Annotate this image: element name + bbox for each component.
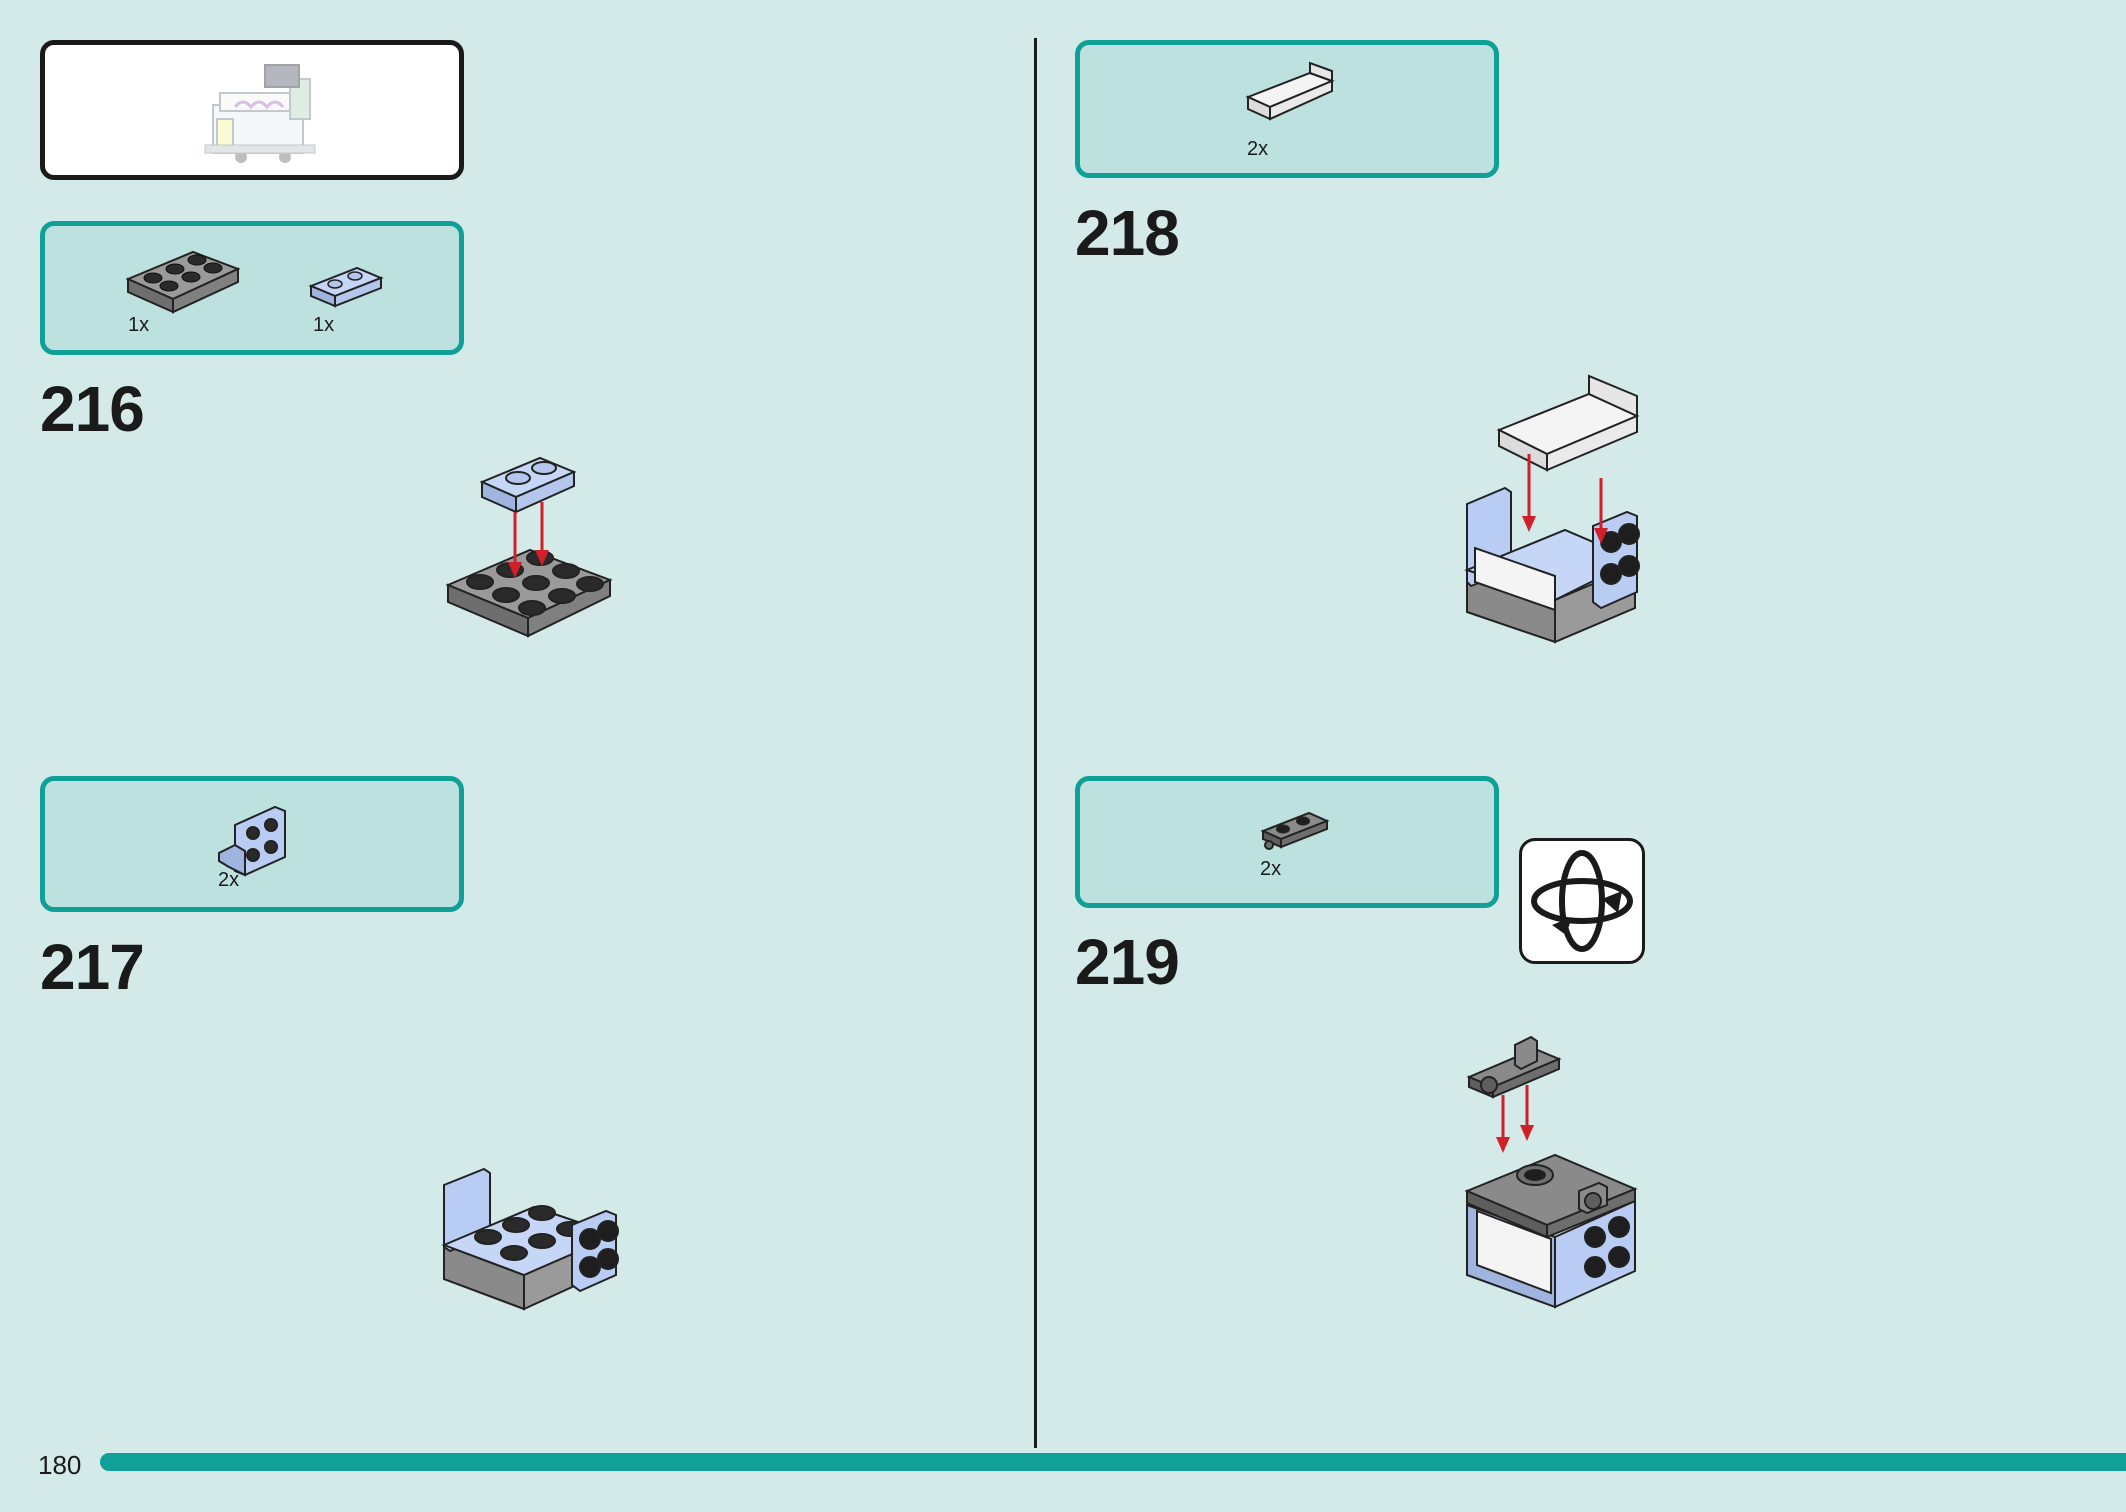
parts-box-step-219: 2x	[1075, 776, 1499, 908]
parts-box-step-217: 2x	[40, 776, 464, 912]
progress-bar	[100, 1453, 2126, 1471]
part-qty: 1x	[313, 314, 335, 336]
light-blue-plate-icon	[308, 266, 384, 308]
page-divider	[1034, 38, 1037, 1448]
step-number: 216	[40, 373, 145, 445]
part-qty: 2x	[1260, 858, 1282, 880]
page-number: 180	[38, 1450, 82, 1480]
light-blue-bracket-icon	[218, 805, 286, 877]
part-qty: 2x	[218, 869, 240, 891]
step-218-assembly-illustration	[1464, 374, 1640, 644]
step-number: 219	[1075, 926, 1180, 998]
submodel-preview-box	[40, 40, 464, 180]
step-216-assembly-illustration	[445, 456, 613, 638]
step-219-assembly-illustration	[1464, 1035, 1638, 1309]
submodel-preview-image	[204, 64, 316, 163]
dark-gray-clip-plate-icon	[1260, 811, 1330, 850]
part-qty: 1x	[128, 314, 150, 336]
parts-box-step-216: 1x 1x	[40, 221, 464, 355]
parts-box-step-218: 2x	[1075, 40, 1499, 178]
part-qty: 2x	[1247, 138, 1269, 160]
step-number: 218	[1075, 197, 1180, 269]
step-217-assembly-illustration	[441, 1167, 619, 1311]
white-panel-icon	[1245, 61, 1335, 121]
step-number: 217	[40, 931, 145, 1003]
rotate-model-callout	[1519, 838, 1645, 964]
rotate-model-icon	[1531, 850, 1633, 952]
dark-gray-plate-icon	[125, 250, 241, 314]
